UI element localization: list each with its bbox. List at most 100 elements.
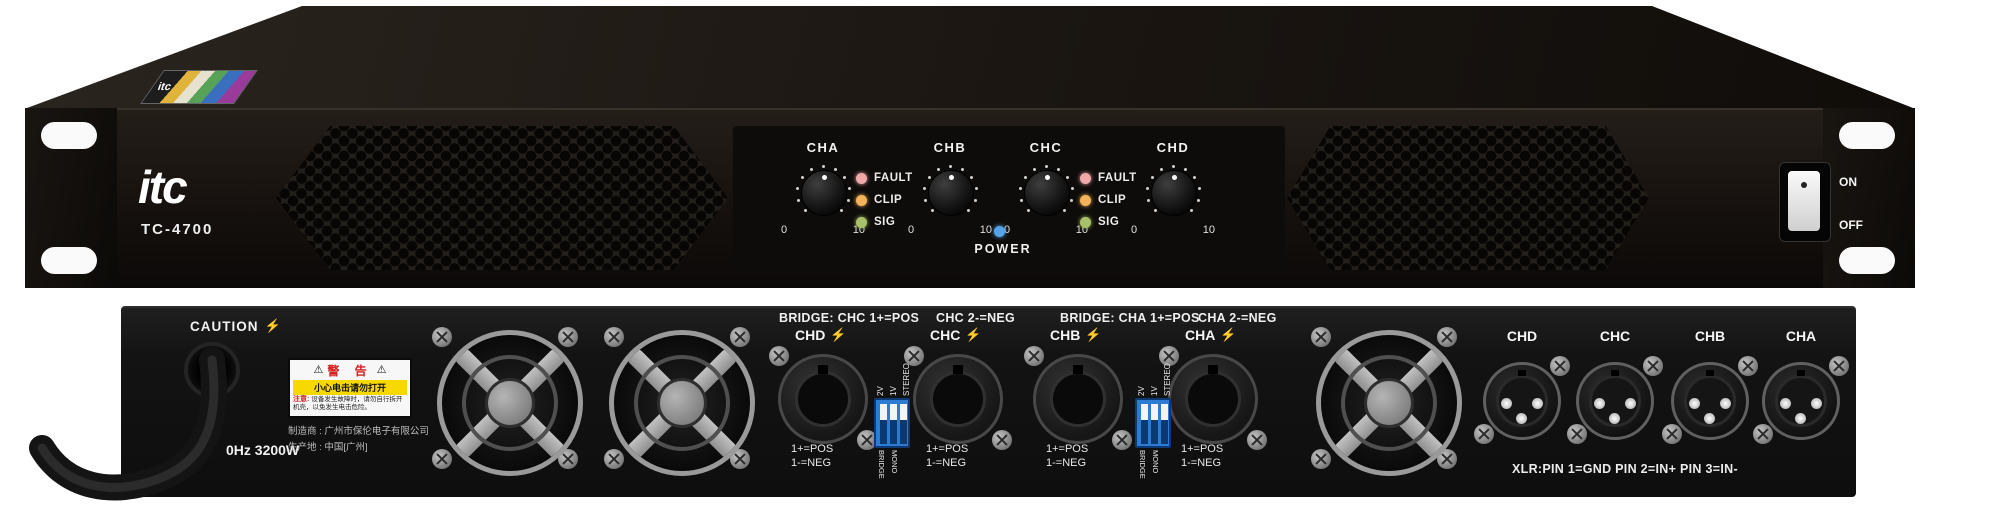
dip-toggle[interactable] xyxy=(1141,404,1148,420)
signal-led xyxy=(1080,216,1091,228)
fault-led xyxy=(1080,172,1091,184)
dip-toggle[interactable] xyxy=(1151,404,1158,420)
screw-icon xyxy=(558,327,578,347)
high-voltage-icon: ⚡ xyxy=(965,327,982,342)
scale-min-label: 0 xyxy=(1004,224,1011,236)
dip-toggle[interactable] xyxy=(900,404,907,420)
speakon-label-chc: CHC⚡ xyxy=(930,327,982,343)
screw-icon xyxy=(730,327,750,347)
channel-c-control: CHC 0 10 xyxy=(998,140,1094,240)
screw-icon xyxy=(1247,430,1267,450)
switch-off-label: OFF xyxy=(1839,218,1863,232)
screw-icon xyxy=(432,327,452,347)
xlr-pin-hole xyxy=(1516,413,1527,424)
scale-min-label: 0 xyxy=(781,224,788,236)
channel-label: CHA xyxy=(806,140,840,155)
gain-knob-chb[interactable] xyxy=(928,170,974,216)
screw-icon xyxy=(1311,327,1331,347)
speakon-connector-cha xyxy=(1168,354,1258,444)
speakon-label-cha: CHA⚡ xyxy=(1185,327,1237,343)
speakon-label-chd: CHD⚡ xyxy=(795,327,847,343)
rocker-indicator-dot xyxy=(1801,182,1807,188)
speakon-label-chb: CHB⚡ xyxy=(1050,327,1102,343)
xlr-pin-hole xyxy=(1594,398,1605,409)
switch-on-label: ON xyxy=(1839,175,1857,189)
power-cord-grommet xyxy=(184,342,240,398)
gain-knob-chc[interactable] xyxy=(1024,170,1070,216)
fan-guard xyxy=(1316,330,1462,476)
warning-triangle-icon: ⚠ xyxy=(376,364,387,376)
fan-hub xyxy=(657,378,707,428)
channel-b-control: CHB 0 10 xyxy=(902,140,998,240)
fan-hub xyxy=(485,378,535,428)
xlr-pin-hole xyxy=(1689,398,1700,409)
sticker-text: itc xyxy=(155,81,173,93)
xlr-pin-hole xyxy=(1795,413,1806,424)
dip-toggle[interactable] xyxy=(880,404,887,420)
chassis-top-face xyxy=(27,6,1913,108)
xlr-connector-chb xyxy=(1671,362,1749,440)
xlr-pin-hole xyxy=(1532,398,1543,409)
screw-icon xyxy=(1112,430,1132,450)
screw-icon xyxy=(1643,356,1663,376)
screw-icon xyxy=(992,430,1012,450)
screw-icon xyxy=(1829,356,1849,376)
dip-bottom-labels-1: BRIDGE MONO xyxy=(877,450,899,479)
scale-max-label: 10 xyxy=(1202,224,1215,236)
ventilation-grille-right xyxy=(1287,126,1649,270)
fan-inner-ring xyxy=(1341,355,1437,451)
mode-dip-switch-2[interactable] xyxy=(1135,398,1171,448)
cooling-fan-1 xyxy=(430,323,583,476)
screw-icon xyxy=(1311,449,1331,469)
screw-icon xyxy=(1550,356,1570,376)
dip-toggle[interactable] xyxy=(1161,404,1168,420)
xlr-pin-hole xyxy=(1811,398,1822,409)
high-voltage-icon: ⚡ xyxy=(830,327,847,342)
knob-pointer xyxy=(1171,175,1177,180)
rack-ear-right xyxy=(1823,108,1915,288)
rack-ear-left xyxy=(25,108,117,288)
power-rating-text: 0Hz 3200W xyxy=(226,442,300,458)
clip-led-label: CLIP xyxy=(1098,194,1127,206)
xlr-pinout-text: XLR:PIN 1=GND PIN 2=IN+ PIN 3=IN- xyxy=(1512,462,1738,476)
warning-label: ⚠ 警 告 ⚠ 小心电击请勿打开 注意:设备发生故障时，请勿自行拆开机壳，以免发… xyxy=(288,358,412,418)
gain-knob-cha[interactable] xyxy=(801,170,847,216)
channel-d-control: CHD 0 10 xyxy=(1125,140,1221,240)
status-leds-group-2: FAULT CLIP SIG xyxy=(1080,167,1137,233)
scale-min-label: 0 xyxy=(908,224,915,236)
bridge-label-cha-pos: BRIDGE: CHA 1+=POS xyxy=(1060,311,1200,325)
clip-led xyxy=(1080,194,1091,206)
screw-icon xyxy=(604,449,624,469)
screw-icon xyxy=(769,346,789,366)
xlr-connector-cha xyxy=(1762,362,1840,440)
fan-guard xyxy=(437,330,583,476)
speakon-connector-chb xyxy=(1033,354,1123,444)
ventilation-grille-left xyxy=(276,126,728,270)
signal-led-label: SIG xyxy=(874,216,896,228)
warning-subtitle: 小心电击请勿打开 xyxy=(293,380,407,395)
dip-toggle[interactable] xyxy=(890,404,897,420)
caution-text: CAUTION xyxy=(190,318,259,334)
high-voltage-icon: ⚡ xyxy=(1220,327,1237,342)
xlr-label-chd: CHD xyxy=(1506,328,1538,344)
dip-switch-labels-1: 2V 1V STEREO xyxy=(876,363,911,396)
rack-mount-hole xyxy=(41,247,97,274)
power-rocker-switch[interactable] xyxy=(1788,171,1820,231)
speakon-connector-chc xyxy=(913,354,1003,444)
fault-led-label: FAULT xyxy=(874,172,913,184)
gain-knob-chd[interactable] xyxy=(1151,170,1197,216)
xlr-pin-hole xyxy=(1720,398,1731,409)
screw-icon xyxy=(1738,356,1758,376)
production-line: 生产地 : 中国[广州] xyxy=(288,442,368,454)
xlr-connector-chd xyxy=(1483,362,1561,440)
mode-dip-switch-1[interactable] xyxy=(874,398,910,448)
xlr-connector-chc xyxy=(1576,362,1654,440)
xlr-pin-hole xyxy=(1501,398,1512,409)
rack-mount-hole xyxy=(1839,122,1895,149)
xlr-pin-hole xyxy=(1704,413,1715,424)
channel-label: CHD xyxy=(1156,140,1190,155)
scale-min-label: 0 xyxy=(1131,224,1138,236)
